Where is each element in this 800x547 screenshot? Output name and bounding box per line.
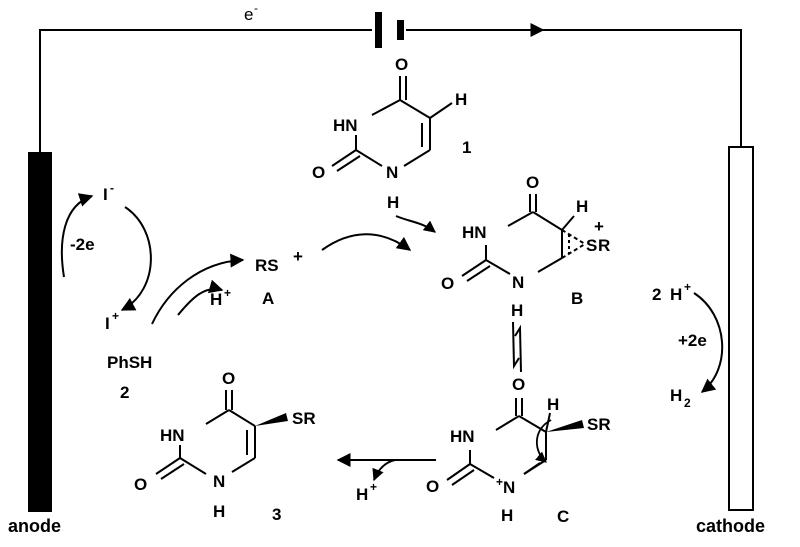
c-o-top: O (512, 375, 525, 394)
product-3-bonds (155, 390, 256, 480)
p3-o-top: O (222, 369, 235, 388)
thiyl-cation: RS (255, 256, 279, 275)
b-plus: + (594, 217, 604, 236)
c1-n: N (386, 163, 398, 182)
thiol: PhSH (107, 353, 152, 372)
thiol-number: 2 (120, 383, 129, 402)
cathode-arrow (693, 292, 724, 393)
anode-label: anode (8, 516, 61, 536)
c-sr: SR (587, 415, 611, 434)
wire-anode (39, 29, 372, 152)
b-s: S (586, 236, 597, 255)
b-h: H (576, 197, 588, 216)
iodide: I (103, 185, 108, 204)
arrow-C-to-3 (336, 453, 436, 482)
label-A: A (262, 289, 274, 308)
c1-nh-h: H (387, 193, 399, 212)
b-n: N (512, 273, 524, 292)
c1-hn: HN (333, 116, 358, 135)
thiyl-cation-charge: + (293, 247, 303, 266)
anode-electrode (28, 152, 52, 512)
p3-n: N (213, 472, 225, 491)
electron-charge: - (254, 1, 258, 15)
cathode-coeff: 2 (652, 285, 661, 304)
hydrogen-sub: 2 (684, 396, 691, 410)
electron-label: e (244, 5, 253, 24)
c-curly-arrow (535, 419, 552, 463)
arrow-A-to-B (321, 233, 412, 251)
cathode-electrode (728, 146, 754, 511)
label-C: C (557, 507, 569, 526)
p3-hn: HN (160, 426, 185, 445)
c-nh-h: H (501, 506, 513, 525)
c-wedge-bond (546, 420, 584, 432)
cathode-proton-charge: + (684, 280, 691, 294)
c-h: H (547, 395, 559, 414)
c1-o-top: O (395, 55, 408, 74)
c-plus: + (496, 475, 503, 489)
p3-o-left: O (134, 475, 147, 494)
circuit (39, 23, 742, 152)
b-r: R (598, 236, 610, 255)
iodide-charge: - (110, 181, 114, 195)
iodine-cycle-arrows (60, 193, 245, 325)
c-hn: HN (450, 427, 475, 446)
wire-cathode (406, 29, 742, 147)
label-3: 3 (272, 505, 281, 524)
proton-released: H (210, 290, 222, 309)
c-n: N (503, 478, 515, 497)
c1-o-left: O (312, 163, 325, 182)
hydrogen: H (670, 386, 682, 405)
proton-charge: + (224, 286, 231, 300)
cathode-electrons: +2e (678, 331, 707, 350)
label-B: B (571, 289, 583, 308)
electrons-removed: -2e (70, 235, 95, 254)
iodonium-charge: + (112, 309, 119, 323)
b-nh-h: H (511, 301, 523, 320)
cathode-label: cathode (696, 516, 765, 536)
iodonium: I (105, 314, 110, 333)
b-o-top: O (526, 173, 539, 192)
p3-sr: SR (292, 409, 316, 428)
battery-icon (375, 12, 404, 48)
intermediate-B-bonds (461, 194, 586, 282)
label-1: 1 (462, 138, 471, 157)
equilibrium-arrows (512, 321, 522, 373)
compound-1-bonds (331, 76, 453, 172)
p3-wedge-bond (255, 413, 288, 426)
arrow-1-to-B (395, 215, 436, 233)
p3-proton-charge: + (370, 480, 377, 494)
p3-nh-h: H (213, 502, 225, 521)
cathode-proton: H (670, 285, 682, 304)
b-o-left: O (441, 274, 454, 293)
b-hn: HN (462, 223, 487, 242)
c1-h: H (455, 90, 467, 109)
p3-proton: H (356, 485, 368, 504)
c-o-left: O (426, 477, 439, 496)
